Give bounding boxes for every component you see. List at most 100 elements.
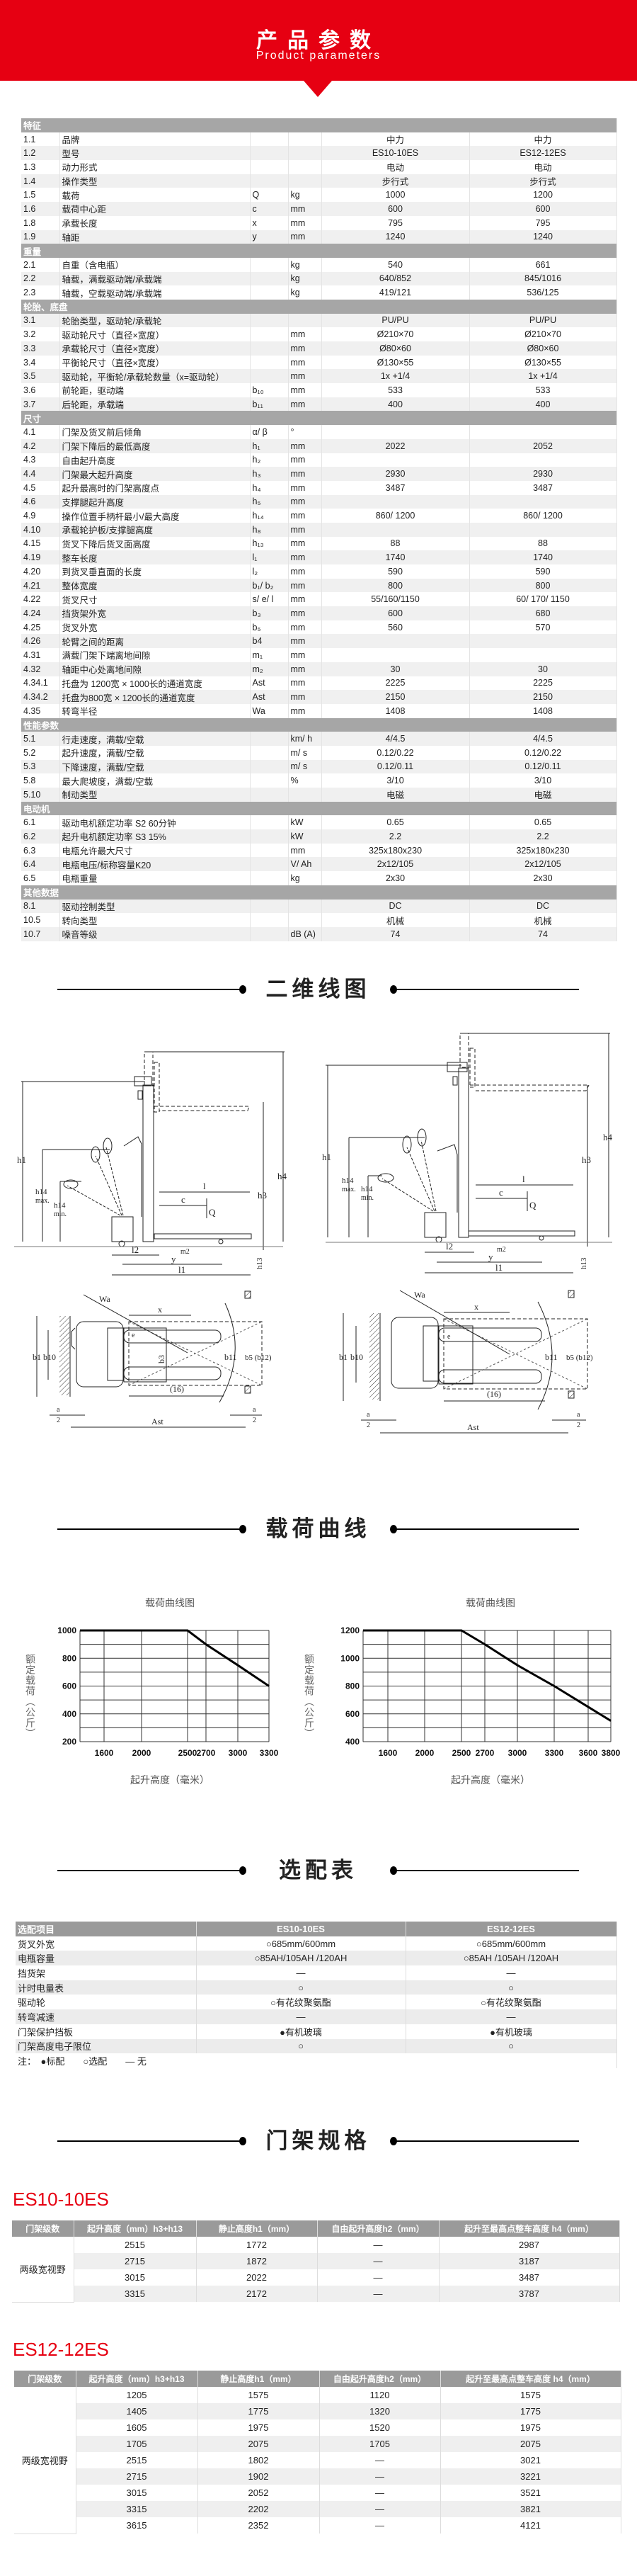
spec-symbol: b₁₀ — [250, 383, 289, 397]
spec-unit: mm — [288, 480, 322, 495]
dim-label-wa: Wa — [99, 1294, 110, 1304]
spec-value-es12: 570 — [469, 620, 617, 635]
spec-label: 起升速度，满载/空载 — [59, 745, 251, 760]
dim-label-b10: b10 — [350, 1352, 363, 1362]
section-title-options: 选配表 — [57, 1856, 579, 1885]
y-tick-label: 1200 — [340, 1625, 360, 1635]
spec-value-es12: 4/4.5 — [469, 732, 617, 746]
option-item: 驱动轮 — [16, 1995, 197, 2010]
dim-label-l: l — [203, 1181, 206, 1191]
spec-label: 门架及货叉前后倾角 — [59, 425, 251, 439]
spec-label: 托盘为800宽 × 1200长的通道宽度 — [59, 690, 251, 704]
spec-label: 整体宽度 — [59, 578, 251, 593]
spec-unit — [288, 146, 322, 161]
side-view-es10: h1 h4 h3 h14 max. h14 min. l c Q l2 y m2… — [14, 1051, 287, 1276]
spec-value-es12: 机械 — [469, 913, 617, 927]
dim-label-2: 2 — [57, 1417, 60, 1424]
spec-value-es10: 机械 — [321, 913, 470, 927]
spec-value-es12: 2930 — [469, 467, 617, 481]
x-tick-label: 3600 — [579, 1748, 598, 1758]
spec-value-es10: 590 — [321, 564, 470, 579]
x-tick-label: 3300 — [260, 1748, 279, 1758]
spec-symbol — [250, 132, 289, 147]
gantry-cell: 2075 — [197, 2436, 320, 2452]
dim-label-a: a — [57, 1406, 60, 1414]
spec-symbol — [250, 160, 289, 174]
dim-label-b11: b11 — [545, 1352, 558, 1362]
option-value: ○ — [196, 1980, 406, 1995]
divider-dot — [390, 985, 397, 994]
divider-dot — [390, 2137, 397, 2145]
option-value: ●有机玻璃 — [196, 2024, 406, 2039]
spec-value-es10 — [321, 634, 470, 649]
spec-unit: mm — [288, 564, 322, 579]
spec-symbol — [250, 355, 289, 370]
gantry-cell: 1775 — [440, 2403, 621, 2419]
spec-section-header: 其他数据 — [21, 885, 617, 900]
dim-label-2: 2 — [577, 1422, 580, 1429]
spec-symbol — [250, 926, 289, 941]
spec-value-es12: Ø80×60 — [469, 341, 617, 356]
spec-unit: % — [288, 773, 322, 788]
option-value: — — [196, 1965, 406, 1980]
spec-label: 门架下降后的最低高度 — [59, 438, 251, 453]
spec-value-es10 — [321, 494, 470, 509]
spec-unit: kW — [288, 829, 322, 844]
gantry-cell: 1802 — [197, 2452, 320, 2468]
spec-unit: kg — [288, 285, 322, 300]
spec-value-es10: 0.12/0.22 — [321, 745, 470, 760]
option-value: ●有机玻璃 — [406, 2024, 617, 2039]
spec-label: 电瓶电压/标称容量K20 — [59, 857, 251, 872]
spec-value-es12: 400 — [469, 397, 617, 412]
gantry-cell: 1520 — [319, 2419, 441, 2436]
spec-label: 承载长度 — [59, 215, 251, 230]
spec-unit — [288, 788, 322, 802]
top-view-es10: Wa x b1 b10 b3 b11 b5 (b12) e (16) a 2 a… — [33, 1290, 272, 1428]
spec-label: 驱动轮尺寸（直径×宽度） — [59, 327, 251, 341]
spec-no: 1.4 — [21, 174, 60, 188]
spec-value-es10 — [321, 425, 470, 439]
spec-no: 4.15 — [21, 536, 60, 551]
dim-label-a: a — [577, 1411, 580, 1419]
options-header-cell: 选配项目 — [16, 1922, 197, 1936]
gantry-cell: 1205 — [76, 2387, 198, 2403]
spec-no: 1.9 — [21, 229, 60, 244]
spec-unit: mm — [288, 383, 322, 397]
spec-symbol: α/ β — [250, 425, 289, 439]
spec-unit: kg — [288, 271, 322, 286]
dim-label-h14-max: h14 — [35, 1188, 47, 1196]
spec-label: 噪音等级 — [59, 926, 251, 941]
spec-label: 支撑腿起升高度 — [59, 494, 251, 509]
y-axis-label: 额定载荷（公斤） — [25, 1654, 36, 1739]
spec-value-es10: PU/PU — [321, 313, 470, 328]
spec-unit: mm — [288, 509, 322, 523]
spec-symbol — [250, 257, 289, 272]
spec-value-es10: 55/160/1150 — [321, 592, 470, 607]
spec-no: 10.7 — [21, 926, 60, 941]
gantry-cell: 1320 — [319, 2403, 441, 2419]
spec-unit: kg — [288, 257, 322, 272]
spec-symbol: h₁₄ — [250, 509, 289, 523]
spec-symbol: l₁ — [250, 550, 289, 564]
dim-label-h13: h13 — [256, 1257, 264, 1269]
gantry-cell: 3021 — [440, 2452, 621, 2468]
spec-unit: m/ s — [288, 745, 322, 760]
spec-label: 满载门架下端离地间隙 — [59, 648, 251, 662]
spec-label: 操作位置手柄杆最小/最大高度 — [59, 509, 251, 523]
dim-label-h1: h1 — [322, 1152, 331, 1162]
spec-no: 3.5 — [21, 369, 60, 384]
gantry-cell: 1575 — [440, 2387, 621, 2403]
spec-label: 货叉尺寸 — [59, 592, 251, 607]
gantry-header-cell: 门架级数 — [12, 2220, 74, 2237]
